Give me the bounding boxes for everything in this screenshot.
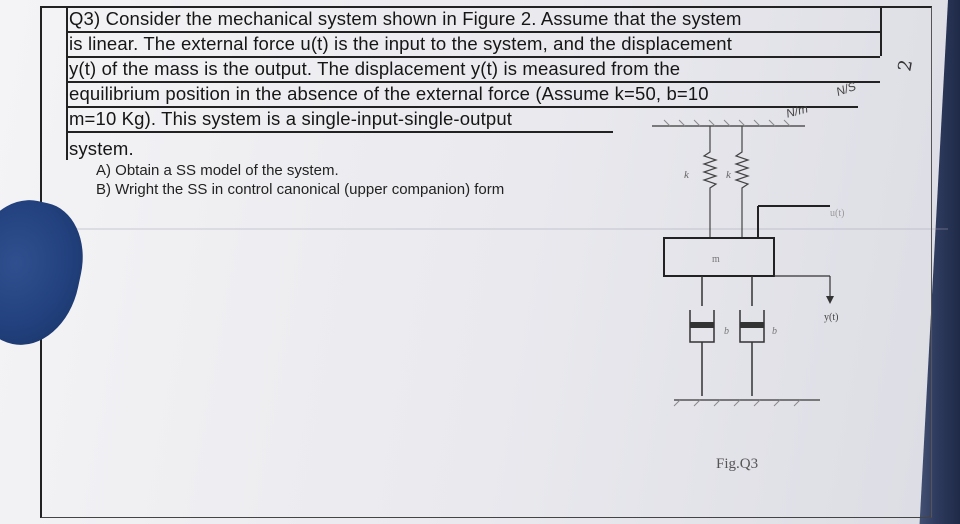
part-b: B) Wright the SS in control canonical (u… bbox=[96, 181, 505, 198]
spring-right-label: k bbox=[726, 169, 732, 181]
question-box-left bbox=[66, 6, 68, 160]
question-line-5: m=10 Kg). This system is a single-input-… bbox=[69, 108, 513, 129]
question-box-right bbox=[880, 6, 882, 56]
question-rule bbox=[68, 56, 880, 58]
question-line-6: system. bbox=[69, 138, 134, 159]
question-rule bbox=[68, 31, 880, 33]
question-rule bbox=[68, 106, 858, 108]
damper-right-label: b bbox=[772, 326, 777, 337]
figure-caption: Fig.Q3 bbox=[716, 456, 759, 472]
paper-fold bbox=[0, 228, 948, 230]
force-label: u(t) bbox=[830, 208, 844, 219]
question-rule bbox=[68, 131, 613, 133]
mechanical-system-figure: k k u(t) m y(t) b b bbox=[652, 119, 844, 407]
question-line-3: y(t) of the mass is the output. The disp… bbox=[69, 58, 681, 79]
spring-right bbox=[734, 126, 750, 238]
mass-label: m bbox=[712, 254, 720, 265]
question-line-2: is linear. The external force u(t) is th… bbox=[69, 33, 733, 54]
damper-left-label: b bbox=[724, 326, 729, 337]
question-line-4: equilibrium position in the absence of t… bbox=[69, 83, 709, 104]
question-box bbox=[66, 6, 880, 161]
displacement-arrowhead bbox=[826, 296, 834, 304]
mass-block bbox=[663, 237, 775, 277]
spring-left-label: k bbox=[684, 169, 690, 181]
displacement-label: y(t) bbox=[824, 312, 838, 323]
part-a: A) Obtain a SS model of the system. bbox=[96, 162, 339, 179]
question-line-1: Q3) Consider the mechanical system shown… bbox=[69, 8, 742, 29]
spring-left bbox=[702, 126, 718, 238]
question-rule bbox=[68, 81, 880, 83]
